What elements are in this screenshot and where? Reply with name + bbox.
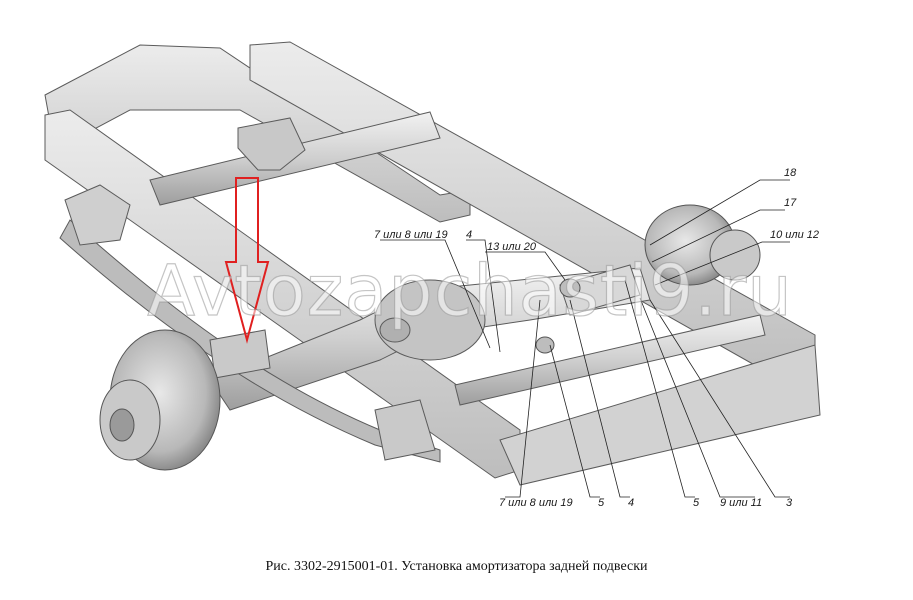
direction-arrow (224, 177, 270, 344)
figure-caption: Рис. 3302-2915001-01. Установка амортиза… (265, 559, 648, 574)
callout-5-a: 5 (598, 497, 605, 509)
callout-17: 17 (784, 197, 797, 209)
callout-13-or-20: 13 или 20 (487, 241, 537, 253)
spring-shackle-rear (374, 399, 436, 461)
stabilizer-tube (454, 314, 766, 406)
callout-18: 18 (784, 167, 797, 179)
shock-absorber (559, 264, 641, 316)
rear-cross-member (499, 344, 821, 486)
callout-3: 3 (786, 497, 793, 509)
callout-9-or-11: 9 или 11 (720, 497, 762, 509)
callout-4-top: 4 (466, 229, 472, 241)
callout-10-or-12: 10 или 12 (770, 229, 819, 241)
differential-flange (379, 317, 411, 343)
left-hub-center (109, 408, 135, 442)
left-frame-rail (44, 44, 471, 223)
leader-lines (380, 179, 790, 498)
shock-lower-eye (535, 336, 555, 354)
callout-4-bottom: 4 (628, 497, 634, 509)
right-hub (709, 229, 761, 281)
callout-7-or-8-or-19-bottom: 7 или 8 или 19 (499, 497, 573, 509)
callout-5-b: 5 (693, 497, 700, 509)
spring-bracket-front (64, 184, 131, 246)
spare-wheel-bracket (237, 117, 306, 171)
shock-upper-eye (559, 278, 581, 298)
callout-7-or-8-or-19-top: 7 или 8 или 19 (374, 229, 448, 241)
